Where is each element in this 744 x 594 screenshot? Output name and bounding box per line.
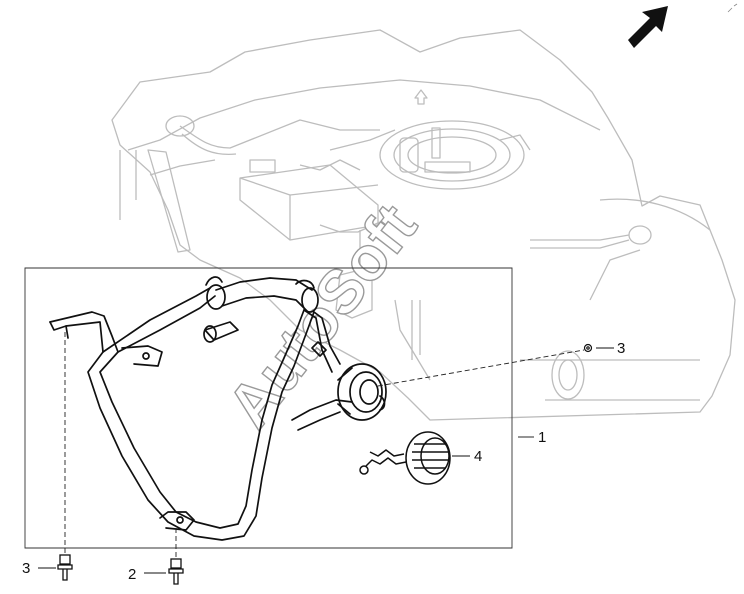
callout-2-bolt: 2 (128, 566, 136, 583)
front-direction-arrow-icon (628, 6, 668, 48)
bolt-left (57, 554, 73, 581)
assembly-frame (24, 267, 513, 549)
fuel-filler-pipe (49, 276, 387, 541)
callout-3-bolt: 3 (22, 560, 30, 577)
fuel-cap (359, 431, 451, 485)
callout-4-cap: 4 (474, 448, 482, 465)
leader-lines (38, 347, 614, 574)
callout-3-clip: 3 (617, 340, 625, 357)
corner-mark (727, 3, 738, 13)
clip-part (583, 343, 593, 353)
callout-1-assembly: 1 (538, 429, 546, 446)
fuel-tank-outline (111, 29, 736, 421)
bolt-lower (168, 558, 184, 585)
dashed-locator-lines (64, 332, 585, 559)
